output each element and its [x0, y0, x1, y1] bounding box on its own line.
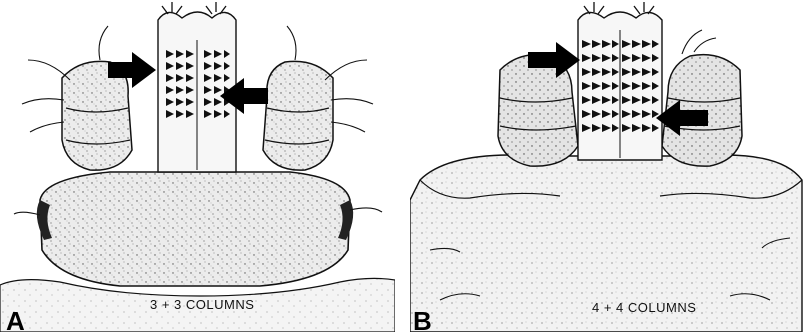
panel-b-drawing [410, 0, 803, 332]
panel-label-a: A [6, 308, 25, 334]
panel-b-illustration [410, 0, 803, 332]
panel-a-illustration [0, 0, 395, 332]
body-base [40, 172, 350, 286]
caption-a: 3 + 3 COLUMNS [150, 297, 254, 312]
right-palp [263, 61, 333, 170]
left-palp-b [498, 55, 578, 167]
panel-label-b: B [413, 308, 432, 334]
caption-b: 4 + 4 COLUMNS [592, 300, 696, 315]
panel-a-drawing [0, 0, 395, 332]
